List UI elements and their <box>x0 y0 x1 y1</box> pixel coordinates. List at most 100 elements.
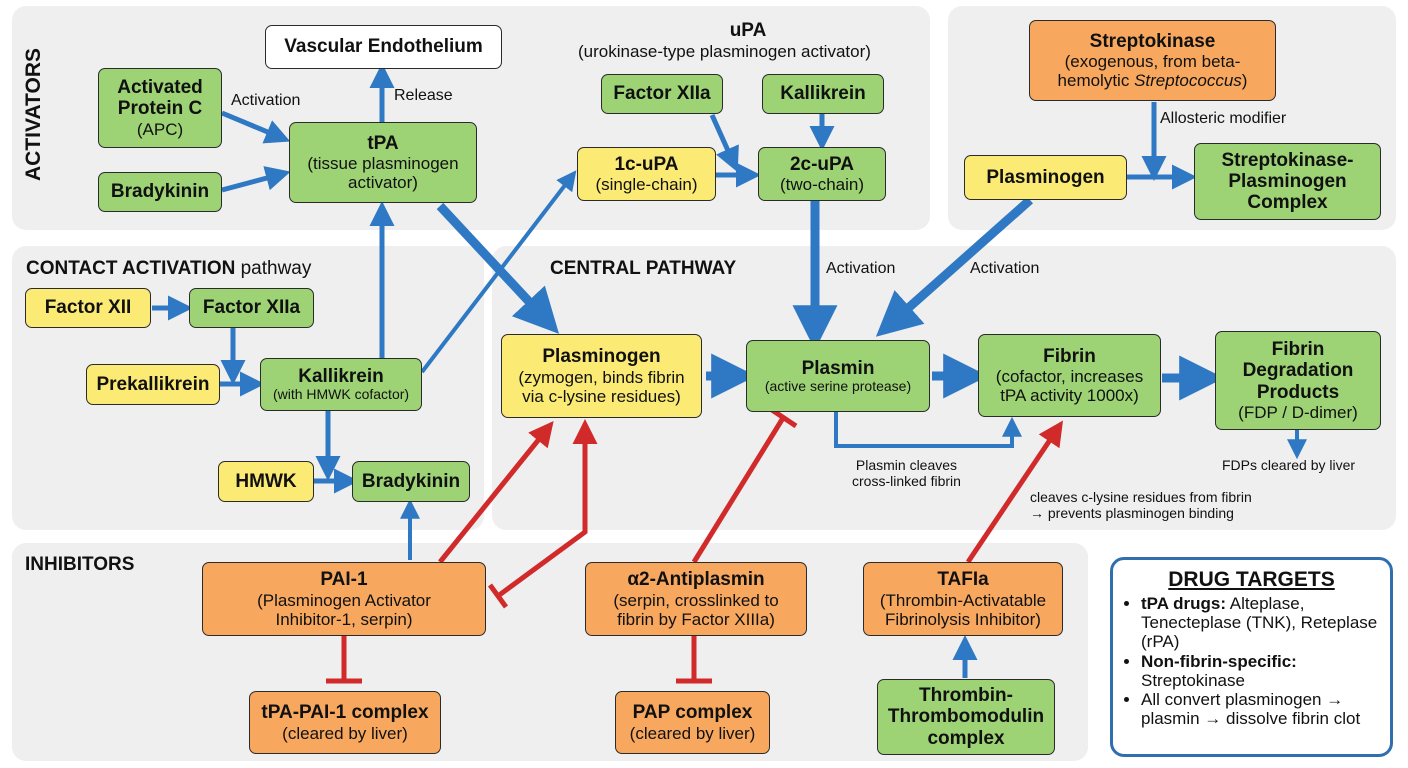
node-title: Bradykinin <box>110 181 210 203</box>
central-pathway-title: CENTRAL PATHWAY <box>550 258 737 279</box>
arrow-apc-to-tpa <box>221 110 291 144</box>
node-vascular-endothelium[interactable]: Vascular Endothelium <box>265 25 502 69</box>
streptokinase-sub-a: (exogenous, from beta-hemolytic <box>1057 52 1241 91</box>
label-activation-upa: Activation <box>826 260 896 277</box>
arrow-plasminogen-sk-to-plasmin <box>875 196 1033 337</box>
node-subtitle: (cleared by liver) <box>282 723 408 743</box>
node-subtitle: (Thrombin-Activatable Fibrinolysis Inhib… <box>879 590 1047 629</box>
label-release: Release <box>394 87 453 104</box>
node-plasmin[interactable]: Plasmin (active serine protease) <box>746 340 930 412</box>
node-title: Bradykinin <box>361 470 461 492</box>
node-pai-1[interactable]: PAI-1 (Plasminogen Activator Inhibitor-1… <box>202 562 486 636</box>
node-kallikrein-upa[interactable]: Kallikrein <box>762 74 884 114</box>
drug-target-bold: tPA drugs: <box>1141 594 1226 613</box>
node-title: tPA-PAI-1 complex <box>261 702 429 724</box>
node-factor-xii[interactable]: Factor XII <box>25 288 151 328</box>
node-1c-upa[interactable]: 1c-uPA (single-chain) <box>577 147 716 201</box>
node-title: Fibrin <box>1043 345 1096 367</box>
node-kallikrein[interactable]: Kallikrein (with HMWK cofactor) <box>260 358 422 411</box>
node-subtitle: (active serine protease) <box>764 377 912 394</box>
node-factor-xiia-upa[interactable]: Factor XIIa <box>601 74 723 114</box>
node-factor-xiia[interactable]: Factor XIIa <box>189 288 314 328</box>
drug-target-item: Non-fibrin-specific: Streptokinase <box>1141 652 1378 690</box>
arrow-bradykinin-to-tpa <box>221 166 291 193</box>
node-subtitle: (serpin, crosslinked to fibrin by Factor… <box>613 590 779 629</box>
node-subtitle: (APC) <box>136 119 184 139</box>
upa-title: uPA <box>729 20 767 41</box>
drug-target-text: Alteplase, Tenecteplase (TNK), Reteplase… <box>1141 594 1378 652</box>
streptokinase-sub-b: ) <box>1241 71 1248 91</box>
node-alpha2-antiplasmin[interactable]: α2-Antiplasmin (serpin, crosslinked to f… <box>585 562 807 636</box>
node-2c-upa[interactable]: 2c-uPA (two-chain) <box>758 147 886 201</box>
arrow-factor-xiia-to-2c-upa-junction <box>709 113 739 173</box>
inhibitors-title: INHIBITORS <box>25 554 135 575</box>
contact-activation-title-bold: CONTACT ACTIVATION <box>26 258 236 279</box>
node-hmwk[interactable]: HMWK <box>218 461 314 502</box>
red-inhibit-bar-pai1 <box>487 583 509 609</box>
node-title: Factor XIIa <box>202 297 301 319</box>
red-arrow-tafia-to-fibrin <box>965 420 1064 564</box>
red-inhibit-pai1-from-plasminogen <box>496 424 588 599</box>
node-activated-protein-c[interactable]: Activated Protein C (APC) <box>98 68 222 148</box>
node-plasminogen-sk[interactable]: Plasminogen <box>964 155 1127 200</box>
node-subtitle: (cleared by liver) <box>629 723 756 743</box>
node-title: Plasmin <box>801 357 875 379</box>
red-inhibit-bar-plasmin <box>770 407 798 429</box>
node-tafia[interactable]: TAFIa (Thrombin-Activatable Fibrinolysis… <box>863 562 1063 636</box>
node-title: Streptokinase <box>1089 30 1216 52</box>
node-prekallikrein[interactable]: Prekallikrein <box>86 364 220 405</box>
node-subtitle: (exogenous, from beta-hemolytic Streptoc… <box>1034 52 1271 90</box>
node-title: Factor XII <box>44 297 132 319</box>
node-subtitle: (tissue plasminogen activator) <box>307 154 459 193</box>
node-subtitle: (with HMWK cofactor) <box>272 386 410 403</box>
node-subtitle: (Plasminogen Activator Inhibitor-1, serp… <box>257 590 431 629</box>
contact-activation-title: CONTACT ACTIVATION pathway <box>26 258 311 280</box>
arrow-tpa-to-plasminogen <box>436 202 560 334</box>
node-title: Streptokinase-Plasminogen Complex <box>1221 149 1354 214</box>
node-title: Vascular Endothelium <box>284 36 483 58</box>
node-streptokinase[interactable]: Streptokinase (exogenous, from beta-hemo… <box>1029 20 1276 101</box>
node-title: Kallikrein <box>298 366 384 388</box>
label-allosteric-modifier: Allosteric modifier <box>1160 110 1287 127</box>
node-bradykinin-activator[interactable]: Bradykinin <box>98 172 222 212</box>
node-title: TAFIa <box>937 569 989 591</box>
node-pap-complex[interactable]: PAP complex (cleared by liver) <box>615 691 770 754</box>
drug-targets-title: DRUG TARGETS <box>1168 568 1335 591</box>
label-activation-sk: Activation <box>970 260 1040 277</box>
drug-targets-list: tPA drugs: Alteplase, Tenecteplase (TNK)… <box>1125 594 1378 728</box>
node-fibrin[interactable]: Fibrin (cofactor, increases tPA activity… <box>978 334 1161 417</box>
node-bradykinin[interactable]: Bradykinin <box>352 461 470 502</box>
label-activation-apc: Activation <box>231 92 301 109</box>
arrow-plasmin-cleaves-fibrin <box>834 412 1022 448</box>
node-subtitle: (single-chain) <box>595 175 698 195</box>
drug-target-item: All convert plasminogen → plasmin → diss… <box>1141 690 1378 728</box>
node-fibrin-degradation-products[interactable]: Fibrin Degradation Products (FDP / D-dim… <box>1215 331 1381 430</box>
node-title: HMWK <box>235 470 297 492</box>
node-title: Prekallikrein <box>96 373 210 395</box>
node-subtitle: (FDP / D-dimer) <box>1238 402 1358 422</box>
node-plasminogen[interactable]: Plasminogen (zymogen, binds fibrin via c… <box>501 334 702 418</box>
node-title: Plasminogen <box>986 166 1105 188</box>
upa-subtitle: (urokinase-type plasminogen activator) <box>578 42 871 61</box>
drug-target-text: All convert plasminogen → plasmin → diss… <box>1141 690 1361 729</box>
node-title: Activated Protein C <box>117 77 203 120</box>
streptokinase-sub-italic: Streptococcus <box>1134 71 1242 91</box>
node-title: Thrombin-Thrombomodulin complex <box>887 685 1045 749</box>
red-arrow-pai1-to-plasminogen <box>438 420 554 564</box>
node-title: 2c-uPA <box>789 153 855 175</box>
drug-targets-box: DRUG TARGETS tPA drugs: Alteplase, Tenec… <box>1110 557 1393 757</box>
node-tpa[interactable]: tPA (tissue plasminogen activator) <box>289 122 477 203</box>
node-tpa-pai-1-complex[interactable]: tPA-PAI-1 complex (cleared by liver) <box>249 691 441 754</box>
node-subtitle: (zymogen, binds fibrin via c-lysine resi… <box>518 367 685 406</box>
label-tafia-note: cleaves c-lysine residues from fibrin → … <box>1030 489 1252 522</box>
arrow-kallikrein-to-1c-upa <box>420 170 577 374</box>
node-title: 1c-uPA <box>614 153 679 175</box>
node-title: Kallikrein <box>780 83 866 105</box>
node-thrombin-thrombomodulin[interactable]: Thrombin-Thrombomodulin complex <box>877 679 1055 755</box>
drug-target-item: tPA drugs: Alteplase, Tenecteplase (TNK)… <box>1141 594 1378 652</box>
node-subtitle: (two-chain) <box>779 175 865 195</box>
drug-target-text: Streptokinase <box>1141 670 1245 690</box>
drug-target-bold: Non-fibrin-specific: <box>1141 651 1297 671</box>
node-streptokinase-plasminogen-complex[interactable]: Streptokinase-Plasminogen Complex <box>1194 143 1381 220</box>
